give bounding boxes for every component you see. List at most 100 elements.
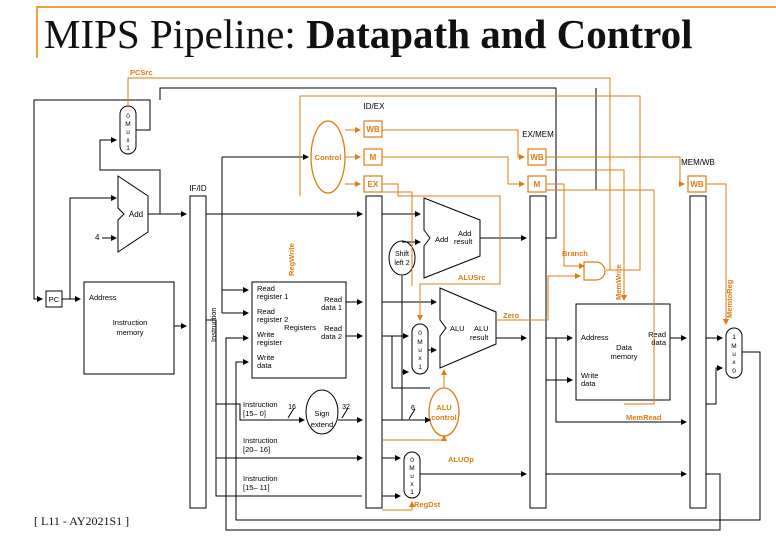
if-id-register: IF/ID: [189, 184, 207, 509]
svg-text:PC: PC: [49, 295, 60, 304]
memwrite-label: MemWrite: [614, 264, 623, 300]
sign-extend: Sign extend 16 32 6: [287, 389, 416, 435]
svg-text:extend: extend: [311, 420, 334, 429]
svg-text:Sign: Sign: [314, 409, 329, 418]
svg-text:Address: Address: [581, 333, 609, 342]
svg-text:u: u: [410, 473, 414, 480]
svg-text:memory: memory: [116, 328, 143, 337]
svg-text:register: register: [257, 338, 283, 347]
memtoreg-label: MemtoReg: [725, 279, 734, 318]
branch-and-gate: [583, 261, 606, 281]
svg-text:0: 0: [418, 330, 422, 337]
svg-text:[20– 16]: [20– 16]: [243, 445, 270, 454]
ex-mem-register: EX/MEM WB M: [522, 130, 554, 509]
svg-text:[15– 11]: [15– 11]: [243, 483, 270, 492]
svg-text:x: x: [732, 359, 736, 366]
aluop-label: ALUOp: [448, 455, 474, 464]
register-file: Read register 1 Read register 2 Write re…: [251, 281, 347, 379]
alu: ALU ALU result: [439, 287, 497, 369]
svg-text:Instruction: Instruction: [243, 400, 278, 409]
mem-to-reg-mux: 1 M u x 0: [725, 327, 743, 379]
svg-text:Instruction: Instruction: [113, 318, 148, 327]
svg-text:Registers: Registers: [284, 323, 316, 332]
svg-text:data: data: [257, 361, 272, 370]
svg-text:0: 0: [732, 368, 736, 375]
alusrc-label: ALUSrc: [458, 273, 486, 282]
pc-adder: Add 4: [95, 175, 149, 253]
svg-text:result: result: [454, 237, 473, 246]
svg-text:Address: Address: [89, 293, 117, 302]
svg-text:Read: Read: [648, 330, 666, 339]
svg-text:ALU: ALU: [474, 324, 489, 333]
svg-text:Read: Read: [324, 295, 342, 304]
svg-text:register 1: register 1: [257, 292, 288, 301]
svg-text:memory: memory: [610, 352, 637, 361]
svg-text:1: 1: [418, 364, 422, 371]
svg-text:data: data: [651, 338, 666, 347]
svg-text:6: 6: [411, 405, 415, 412]
svg-text:Add: Add: [129, 210, 143, 219]
id-ex-register: ID/EX WB M EX: [363, 102, 386, 509]
svg-text:WB: WB: [530, 153, 544, 162]
svg-text:result: result: [470, 333, 489, 342]
branch-label: Branch: [562, 249, 588, 258]
svg-text:ALU: ALU: [436, 403, 451, 412]
shift-left-2: Shift left 2: [388, 240, 416, 276]
svg-text:data 2: data 2: [321, 332, 342, 341]
mem-wb-register: MEM/WB WB: [681, 158, 715, 509]
title-bold: Datapath and Control: [305, 11, 693, 57]
svg-text:1: 1: [410, 489, 414, 496]
svg-text:Add: Add: [435, 235, 448, 244]
regdst-label: RegDst: [414, 500, 441, 509]
zero-label: Zero: [503, 311, 520, 320]
svg-text:x: x: [418, 355, 422, 362]
regwrite-label: RegWrite: [287, 243, 296, 276]
svg-text:M: M: [731, 343, 736, 350]
svg-text:4: 4: [95, 233, 100, 242]
title-accent-vertical: [36, 6, 38, 58]
svg-text:M: M: [125, 121, 130, 128]
svg-text:data 1: data 1: [321, 303, 342, 312]
svg-text:Control: Control: [315, 153, 342, 162]
svg-text:control: control: [431, 413, 456, 422]
svg-text:M: M: [370, 153, 377, 162]
svg-text:0: 0: [410, 457, 414, 464]
svg-text:WB: WB: [366, 125, 380, 134]
svg-text:Write: Write: [257, 353, 274, 362]
svg-text:Write: Write: [257, 330, 274, 339]
pcsrc-label: PCSrc: [130, 68, 153, 77]
svg-text:x: x: [126, 137, 130, 144]
svg-text:Read: Read: [257, 284, 275, 293]
svg-text:16: 16: [288, 404, 296, 411]
svg-text:M: M: [417, 339, 422, 346]
pc-mux: 0 M u x 1: [119, 105, 137, 155]
svg-text:WB: WB: [690, 180, 704, 189]
title-accent-horizontal: [36, 6, 776, 8]
instruction-memory: Address Instruction memory: [83, 281, 175, 375]
svg-text:0: 0: [126, 113, 130, 120]
svg-text:M: M: [534, 180, 541, 189]
svg-text:Data: Data: [616, 343, 633, 352]
svg-text:Instruction: Instruction: [243, 474, 278, 483]
svg-text:1: 1: [732, 334, 736, 341]
svg-text:EX: EX: [368, 180, 379, 189]
svg-text:EX/MEM: EX/MEM: [522, 130, 554, 139]
svg-text:ID/EX: ID/EX: [364, 102, 386, 111]
instruction-bus-label: Instruction: [209, 307, 218, 342]
svg-text:Shift: Shift: [395, 251, 409, 258]
svg-text:ALU: ALU: [450, 324, 465, 333]
reg-dst-mux: 0 M u x 1: [403, 451, 421, 499]
control-unit: Control: [310, 120, 346, 194]
svg-text:MEM/WB: MEM/WB: [681, 158, 715, 167]
svg-text:Add: Add: [458, 229, 471, 238]
instruction-fields: Instruction [15– 0] Instruction [20– 16]…: [243, 400, 278, 492]
svg-text:1: 1: [126, 145, 130, 152]
memread-label: MemRead: [626, 413, 662, 422]
svg-text:32: 32: [342, 404, 350, 411]
svg-text:register 2: register 2: [257, 315, 288, 324]
title-plain: MIPS Pipeline:: [44, 11, 306, 57]
svg-text:Write: Write: [581, 371, 598, 380]
svg-text:IF/ID: IF/ID: [189, 184, 207, 193]
branch-adder: Add Add result: [423, 197, 481, 279]
